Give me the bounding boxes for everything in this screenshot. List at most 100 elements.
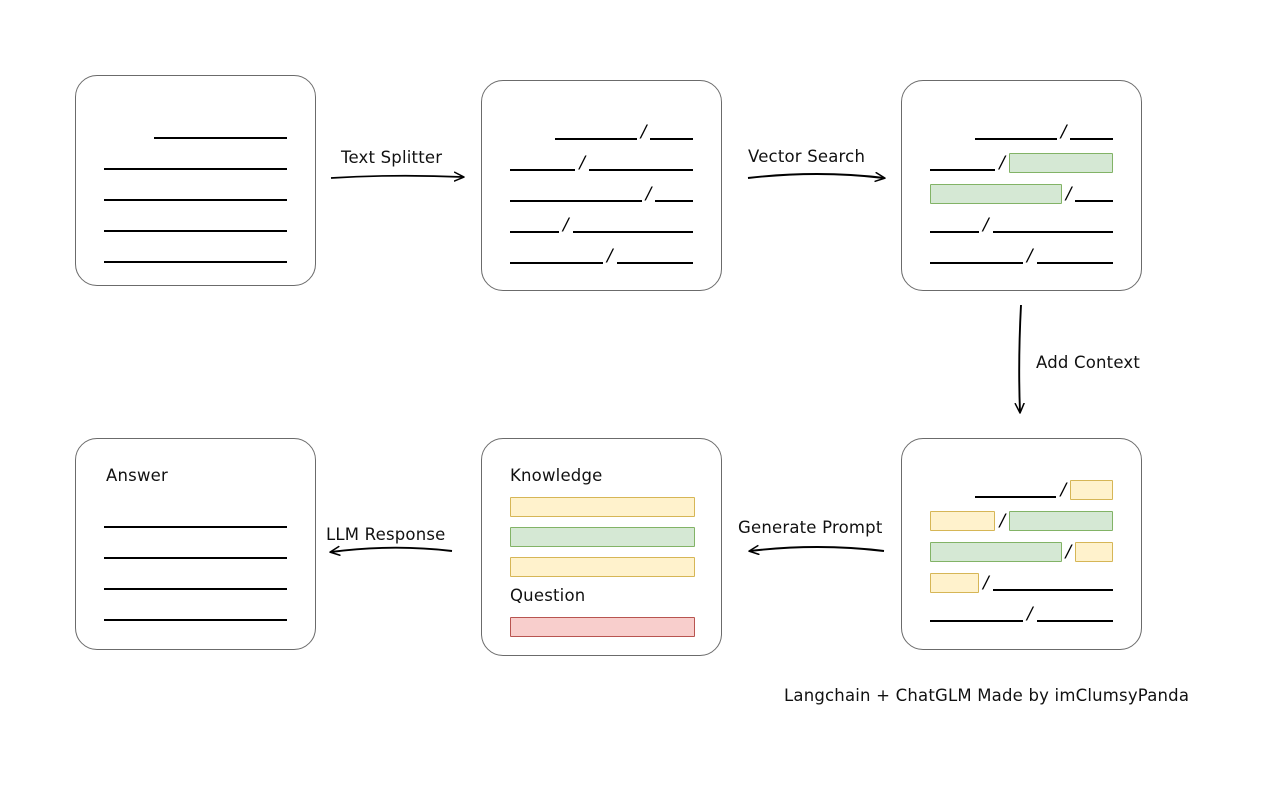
content-row (104, 182, 287, 204)
text-line-segment (1075, 200, 1113, 202)
text-line-segment (616, 262, 693, 264)
content-row: / (510, 245, 693, 267)
text-line-segment (974, 496, 1057, 498)
content-row: / (510, 121, 693, 143)
content-row (104, 602, 287, 624)
content-row: / (930, 152, 1113, 174)
chunk-separator-slash: / (640, 121, 647, 142)
text-line-segment (1036, 262, 1113, 264)
chunk-separator-slash: / (983, 572, 989, 593)
split-chunks-rows: / / / / / (482, 81, 721, 290)
content-row: / (510, 183, 693, 205)
text-line-segment (104, 557, 287, 559)
content-row (104, 244, 287, 266)
node-source-document[interactable] (75, 75, 316, 286)
highlighted-chunk-green (1008, 153, 1113, 173)
text-line-segment (104, 526, 287, 528)
chunk-separator-slash: / (999, 510, 1006, 531)
text-line-segment (510, 169, 576, 171)
node-context-added[interactable]: / / / / / (901, 438, 1142, 650)
text-line-segment (104, 168, 287, 170)
chunk-separator-slash: / (982, 214, 989, 235)
chunk-separator-slash: / (999, 152, 1005, 173)
arrow-vector-search (747, 174, 884, 178)
chunk-separator-slash: / (562, 214, 569, 235)
edge-label-generate-prompt: Generate Prompt (738, 518, 883, 537)
text-line-segment (572, 231, 693, 233)
prompt-question-label: Question (510, 586, 586, 605)
text-line-segment (554, 138, 637, 140)
arrow-add-context (1019, 304, 1021, 412)
answer-label: Answer (106, 466, 168, 485)
highlighted-chunk-yellow (1075, 542, 1113, 562)
content-row (104, 151, 287, 173)
content-row: / (930, 121, 1113, 143)
chunk-separator-slash: / (645, 183, 652, 204)
highlighted-chunk-yellow (930, 573, 980, 593)
highlighted-chunk-yellow (930, 511, 996, 531)
highlighted-chunk-green (930, 542, 1062, 562)
content-row: / (510, 152, 693, 174)
prompt-knowledge-bar-1 (510, 497, 695, 517)
prompt-question-bar-1 (510, 617, 695, 637)
chunk-separator-slash: / (1065, 183, 1072, 204)
content-row (104, 120, 287, 142)
content-row (104, 540, 287, 562)
edge-label-add-context: Add Context (1036, 353, 1141, 372)
text-line-segment (930, 169, 996, 171)
node-answer[interactable]: Answer (75, 438, 316, 650)
row-indent-spacer (510, 132, 555, 133)
chunk-separator-slash: / (1065, 541, 1072, 562)
text-line-segment (104, 261, 287, 263)
content-row: / (930, 541, 1113, 563)
prompt-knowledge-bar-2 (510, 527, 695, 547)
content-row: / (930, 183, 1113, 205)
text-line-segment (655, 200, 693, 202)
text-line-segment (589, 169, 693, 171)
text-line-segment (992, 589, 1113, 591)
row-indent-spacer (930, 132, 975, 133)
node-vector-search-result[interactable]: / / / / / (901, 80, 1142, 291)
node-split-chunks[interactable]: / / / / / (481, 80, 722, 291)
text-line-segment (1070, 138, 1113, 140)
edge-label-vector-search: Vector Search (748, 147, 866, 166)
edge-label-llm-response: LLM Response (326, 525, 446, 544)
chunk-separator-slash: / (1060, 479, 1067, 500)
content-row: / (930, 603, 1113, 625)
chunk-separator-slash: / (1060, 121, 1067, 142)
content-row: / (930, 572, 1113, 594)
highlighted-chunk-green (930, 184, 1062, 204)
arrow-llm-response (331, 548, 453, 552)
text-line-segment (510, 231, 559, 233)
prompt-knowledge-label: Knowledge (510, 466, 603, 485)
content-row: / (930, 479, 1113, 501)
text-line-segment (930, 262, 1023, 264)
answer-rows (76, 439, 315, 649)
node-prompt[interactable]: Knowledge Question (481, 438, 722, 656)
chunk-separator-slash: / (606, 245, 613, 266)
text-line-segment (930, 231, 979, 233)
content-row: / (930, 214, 1113, 236)
content-row: / (510, 214, 693, 236)
text-line-segment (650, 138, 693, 140)
prompt-knowledge-bar-3 (510, 557, 695, 577)
content-row (104, 571, 287, 593)
text-line-segment (153, 137, 287, 139)
row-indent-spacer (104, 131, 154, 132)
content-row (104, 509, 287, 531)
text-line-segment (930, 620, 1023, 622)
source-document-rows (76, 76, 315, 285)
context-added-rows: / / / / / (902, 439, 1141, 649)
text-line-segment (974, 138, 1057, 140)
text-line-segment (510, 262, 603, 264)
text-line-segment (104, 230, 287, 232)
content-row: / (930, 510, 1113, 532)
footer-credit: Langchain + ChatGLM Made by imClumsyPand… (784, 686, 1190, 705)
text-line-segment (104, 588, 287, 590)
chunk-separator-slash: / (1026, 245, 1033, 266)
highlighted-chunk-yellow (1070, 480, 1113, 500)
text-line-segment (104, 619, 287, 621)
text-line-segment (992, 231, 1113, 233)
content-row: / (930, 245, 1113, 267)
